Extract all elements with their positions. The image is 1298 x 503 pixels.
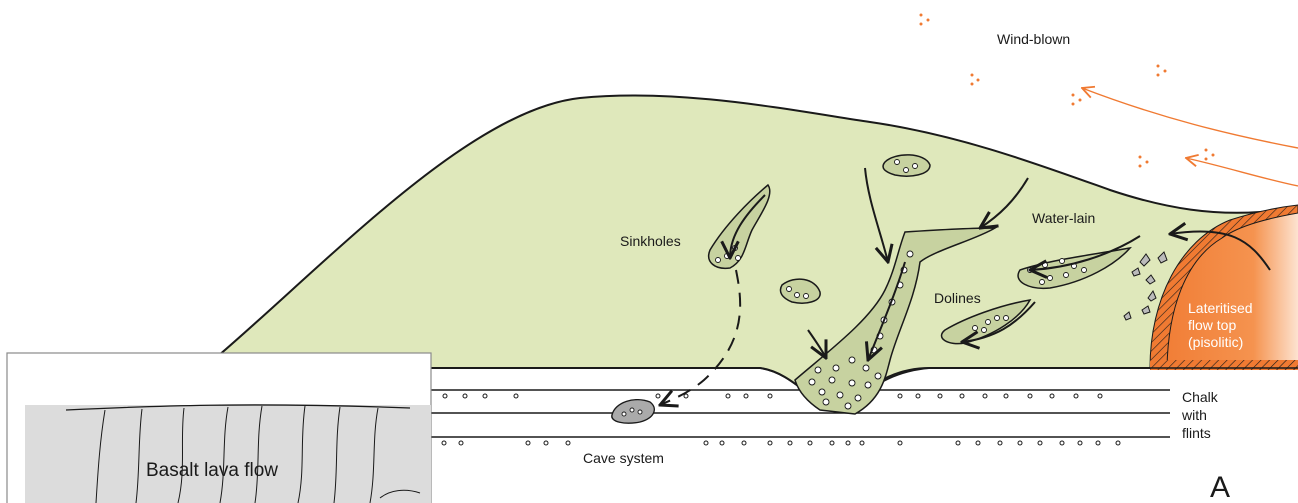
label-chalk-2: with bbox=[1181, 407, 1207, 423]
label-water-lain: Water-lain bbox=[1032, 210, 1095, 226]
cave-pebble bbox=[612, 400, 654, 423]
wind-arrows bbox=[1082, 88, 1298, 186]
label-lateritised-2: flow top bbox=[1188, 317, 1236, 333]
label-cave-system: Cave system bbox=[583, 450, 664, 466]
label-dolines: Dolines bbox=[934, 290, 981, 306]
label-basalt: Basalt lava flow bbox=[146, 460, 278, 481]
panel-letter: A bbox=[1210, 471, 1230, 503]
label-sinkholes: Sinkholes bbox=[620, 233, 681, 249]
isolated-pocket-1 bbox=[883, 155, 930, 176]
label-lateritised-3: (pisolitic) bbox=[1188, 334, 1243, 350]
label-wind-blown: Wind-blown bbox=[997, 31, 1070, 47]
label-chalk-3: flints bbox=[1182, 425, 1211, 441]
label-chalk-1: Chalk bbox=[1182, 389, 1219, 405]
label-lateritised-1: Lateritised bbox=[1188, 300, 1253, 316]
